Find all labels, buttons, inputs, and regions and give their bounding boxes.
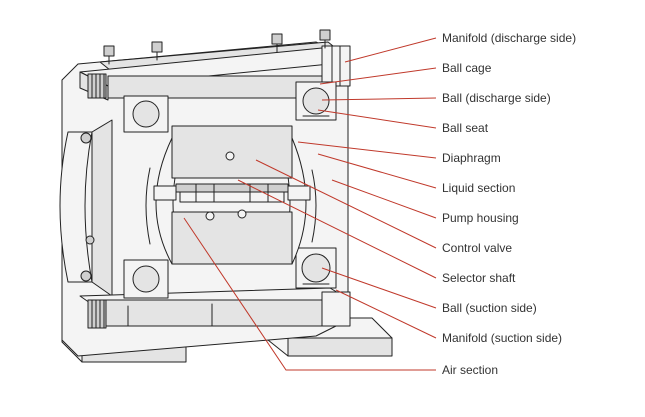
label-ball-suction: Ball (suction side) xyxy=(442,301,537,315)
diaphragm-chambers xyxy=(145,125,317,265)
label-pump-housing: Pump housing xyxy=(442,211,519,225)
pump-illustration xyxy=(59,29,393,363)
leader-ball-seat xyxy=(317,109,437,129)
leader-selector-shaft xyxy=(237,179,437,279)
label-liquid-section: Liquid section xyxy=(442,181,515,195)
ball-cages xyxy=(123,81,337,299)
leader-diaphragm xyxy=(297,141,437,159)
leader-control-valve xyxy=(255,159,437,249)
label-ball-seat: Ball seat xyxy=(442,121,489,135)
leader-manifold-discharge xyxy=(344,37,437,63)
label-selector-shaft: Selector shaft xyxy=(442,271,516,285)
label-air-section: Air section xyxy=(442,363,498,377)
label-control-valve: Control valve xyxy=(442,241,512,255)
leader-ball-cage xyxy=(319,67,437,85)
label-manifold-suction: Manifold (suction side) xyxy=(442,331,562,345)
leader-ball-discharge xyxy=(321,97,437,101)
label-manifold-discharge: Manifold (discharge side) xyxy=(442,31,576,45)
selector-shaft-part xyxy=(153,183,311,203)
leader-ball-suction xyxy=(321,267,437,309)
manifold-suction-part xyxy=(79,287,351,329)
manifold-discharge-part xyxy=(79,29,351,101)
callout-labels: Manifold (discharge side) Ball cage Ball… xyxy=(442,31,576,377)
label-diaphragm: Diaphragm xyxy=(442,151,501,165)
leader-pump-housing xyxy=(331,179,437,219)
ball-suction-part xyxy=(301,253,331,283)
ball-discharge-part xyxy=(302,87,330,115)
leader-liquid-section xyxy=(317,153,437,189)
leader-manifold-suction xyxy=(335,289,437,339)
leader-air-section xyxy=(183,217,436,371)
label-ball-cage: Ball cage xyxy=(442,61,492,75)
label-ball-discharge: Ball (discharge side) xyxy=(442,91,551,105)
leader-lines xyxy=(183,37,437,371)
